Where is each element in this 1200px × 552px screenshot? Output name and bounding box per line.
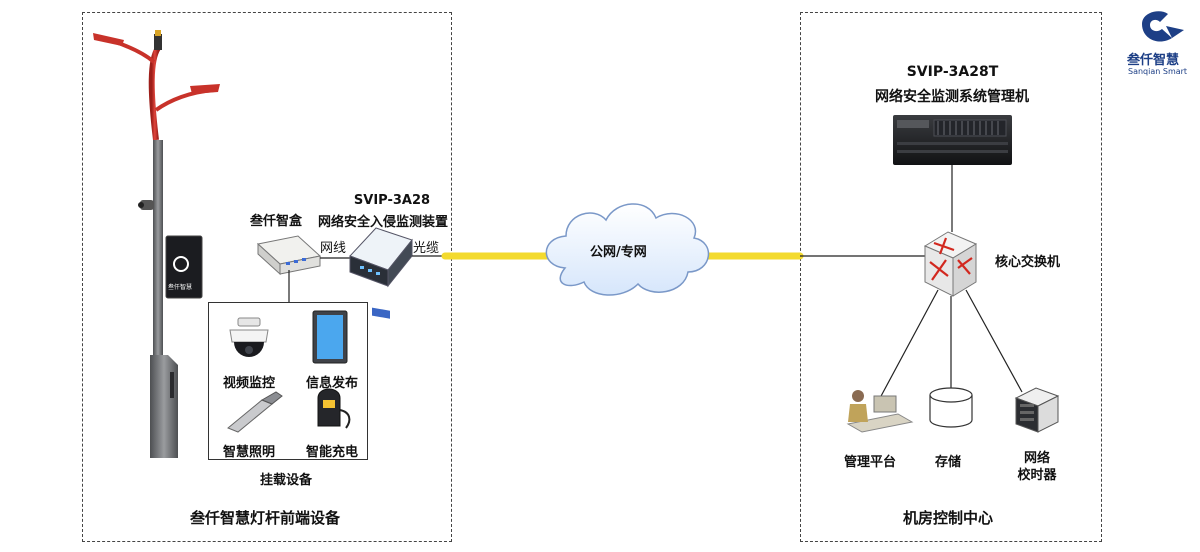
control-center-caption: 机房控制中心 bbox=[903, 509, 994, 527]
management-platform-icon bbox=[846, 390, 914, 433]
brand-logo-cn: 叁仟智慧 bbox=[1127, 53, 1180, 68]
street-light-icon bbox=[227, 391, 283, 433]
cloud-icon bbox=[545, 203, 710, 296]
storage-label: 存储 bbox=[935, 455, 962, 470]
cloud-label: 公网/专网 bbox=[590, 245, 647, 260]
brand-logo-icon bbox=[1142, 11, 1184, 42]
ev-charger-icon bbox=[317, 388, 351, 429]
server-model-label: SVIP-3A28T bbox=[906, 64, 999, 80]
management-platform-label: 管理平台 bbox=[844, 455, 897, 470]
smart-box-label: 叁仟智盒 bbox=[250, 214, 303, 229]
time-server-label-line1: 网络 bbox=[1023, 451, 1050, 466]
device-name-label: 网络安全入侵监测装置 bbox=[318, 215, 449, 230]
mounted-item-video-label: 视频监控 bbox=[223, 376, 276, 391]
ethernet-link-label: 网线 bbox=[320, 241, 347, 256]
brand-logo-en: Sanqian Smart bbox=[1128, 67, 1188, 76]
front-end-panel bbox=[82, 12, 452, 542]
intrusion-detector-device-icon bbox=[349, 227, 413, 319]
control-center-panel bbox=[800, 12, 1102, 542]
server-name-label: 网络安全监测系统管理机 bbox=[875, 89, 1029, 105]
fiber-link-label: 光缆 bbox=[413, 241, 440, 256]
storage-icon bbox=[929, 387, 973, 428]
core-switch-label: 核心交换机 bbox=[995, 255, 1061, 270]
mounted-devices-box bbox=[208, 302, 368, 460]
device-model-label: SVIP-3A28 bbox=[353, 193, 431, 208]
camera-dome-icon bbox=[229, 317, 269, 357]
front-end-caption: 叁仟智慧灯杆前端设备 bbox=[190, 509, 341, 527]
core-switch-icon bbox=[923, 231, 978, 297]
mounted-devices-caption: 挂载设备 bbox=[260, 473, 313, 488]
time-server-label-line2: 校时器 bbox=[1017, 468, 1057, 483]
pole-screen-text: 叁仟智慧 bbox=[168, 284, 193, 291]
mounted-item-charging-label: 智能充电 bbox=[306, 445, 359, 460]
server-icon bbox=[893, 115, 1012, 165]
mounted-item-lighting-label: 智慧照明 bbox=[223, 445, 276, 460]
mounted-item-info-label: 信息发布 bbox=[306, 376, 359, 391]
smart-box-icon bbox=[256, 235, 322, 276]
smart-pole-icon bbox=[93, 30, 220, 458]
info-display-icon bbox=[312, 310, 348, 364]
time-server-icon bbox=[1014, 387, 1060, 433]
